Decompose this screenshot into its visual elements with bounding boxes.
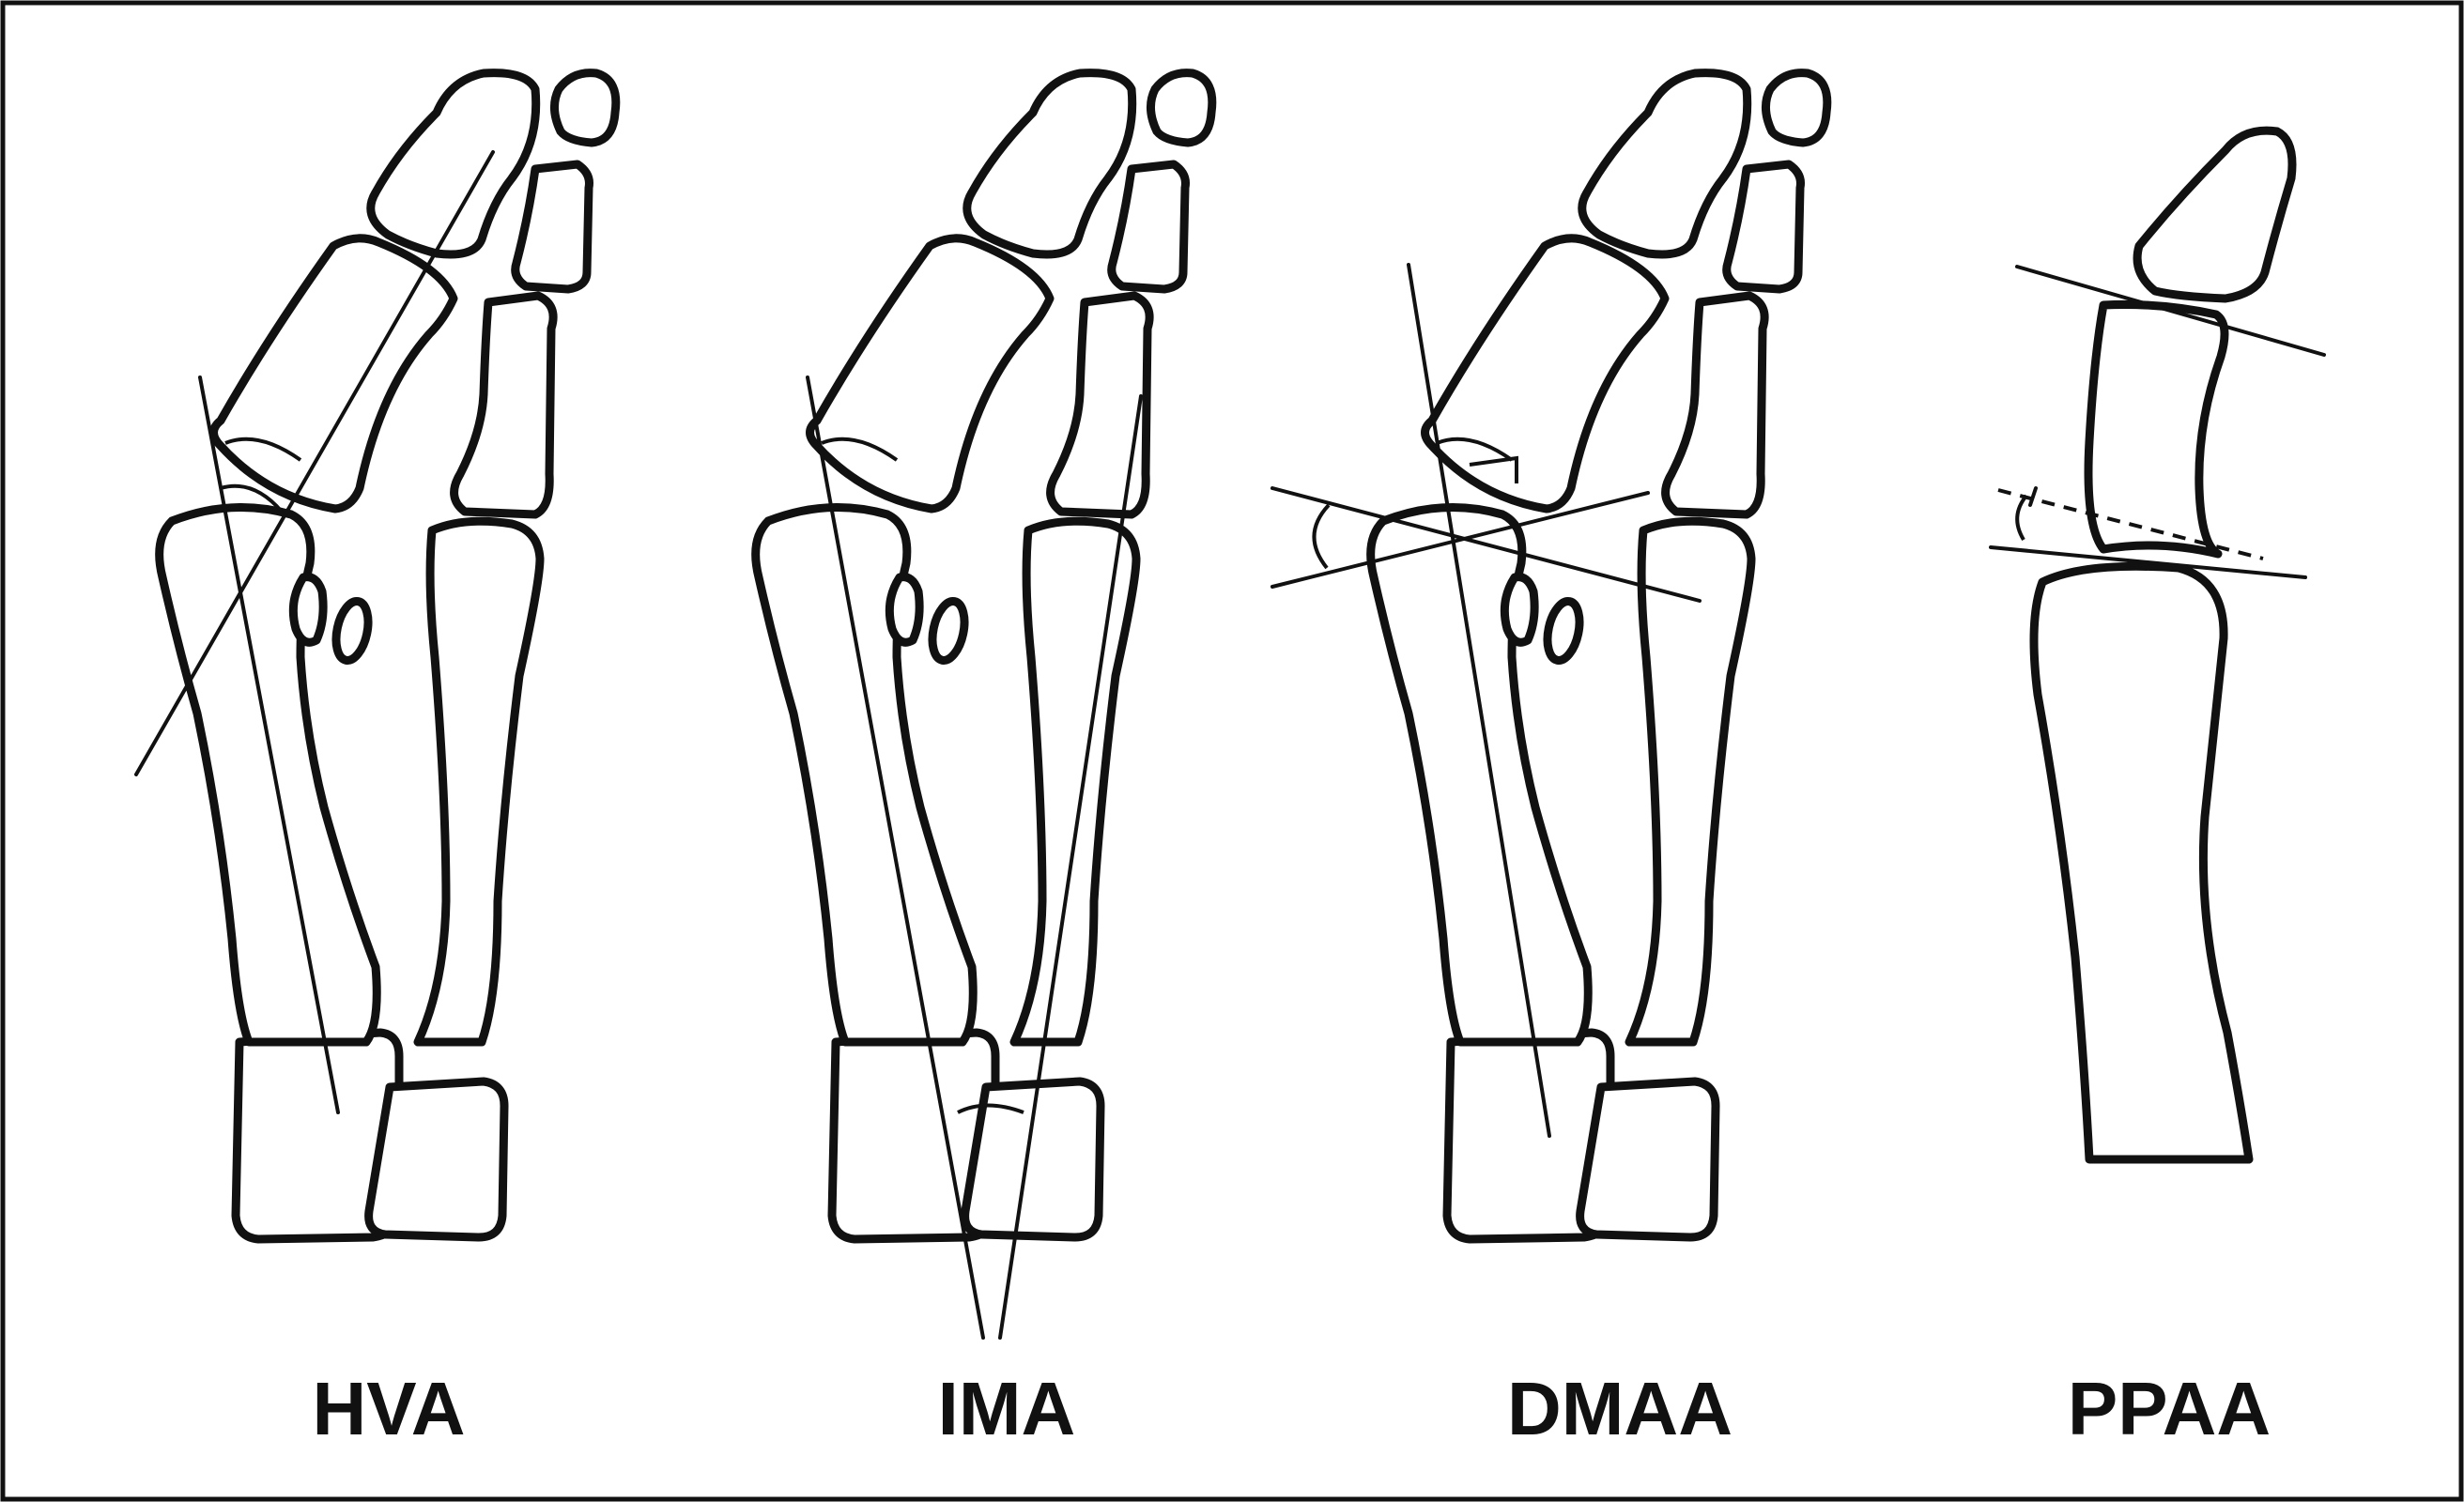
perpendicular-line xyxy=(1270,491,1650,589)
label-hva: HVA xyxy=(313,1367,466,1450)
proximal-articular-line xyxy=(2015,265,2326,357)
label-ima: IMA xyxy=(938,1367,1076,1450)
dmaa-angle-arc xyxy=(1312,503,1331,570)
second-metatarsal-axis xyxy=(998,394,1143,1340)
distal-articular-line xyxy=(1989,545,2307,579)
proximal-phalanx xyxy=(2084,299,2229,559)
panel-dmaa xyxy=(1270,73,1827,1239)
phalanx-axis xyxy=(134,150,495,776)
first-metatarsal-axis xyxy=(806,376,985,1340)
metatarsal-axis xyxy=(1407,263,1551,1138)
metatarsal-axis xyxy=(198,376,340,1114)
hva-angle-arc xyxy=(220,483,284,513)
distal-phalanx xyxy=(2133,126,2297,303)
ppaa-angle-arc xyxy=(2015,494,2028,542)
label-ppaa: PPAA xyxy=(2068,1367,2271,1450)
tick-mark xyxy=(2028,486,2038,507)
panel-ppaa xyxy=(1989,126,2326,1164)
right-angle-mark xyxy=(1469,455,1518,483)
ima-angle-arc xyxy=(957,1103,1024,1114)
label-dmaa: DMAA xyxy=(1507,1367,1732,1450)
panel-ima xyxy=(756,73,1212,1340)
articular-surface-line xyxy=(1270,486,1702,603)
perpendicular-dashed-line xyxy=(1997,488,2264,560)
first-metatarsal xyxy=(2029,561,2254,1164)
panel-hva xyxy=(134,73,616,1239)
